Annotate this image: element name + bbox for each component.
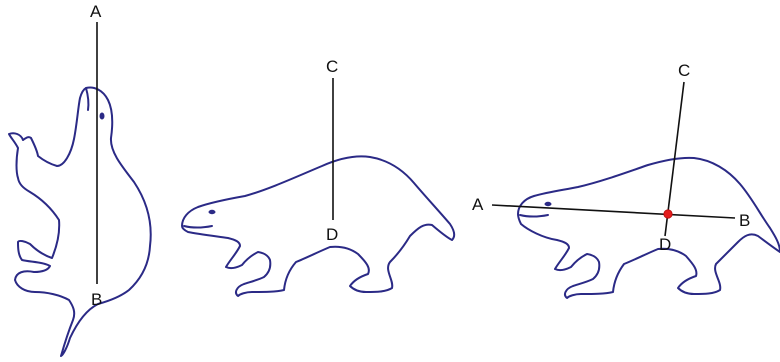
- bear-mouth-detail: [519, 214, 549, 218]
- label-c: C: [678, 61, 690, 80]
- bear-eye-icon: [544, 201, 552, 207]
- bear-outline-horizontal: [517, 156, 780, 299]
- intersection-marker: [663, 209, 673, 219]
- panel-2: C D: [181, 57, 456, 297]
- bear-eye-icon: [208, 209, 216, 215]
- bear-outline-horizontal: [181, 155, 456, 297]
- label-a: A: [472, 195, 484, 214]
- bear-eye-icon: [99, 112, 105, 120]
- bear-snout-detail: [85, 87, 90, 111]
- bear-mouth-detail: [183, 225, 213, 229]
- panel-1: A B: [8, 2, 152, 357]
- label-a: A: [90, 2, 102, 21]
- label-b: B: [91, 290, 102, 309]
- panel-3: A B C D: [472, 61, 780, 299]
- axis-line-ab: [491, 204, 736, 219]
- label-d: D: [326, 225, 338, 244]
- label-b: B: [739, 211, 750, 230]
- label-d: D: [659, 235, 671, 254]
- label-c: C: [326, 57, 338, 76]
- bear-outline-vertical: [8, 86, 152, 357]
